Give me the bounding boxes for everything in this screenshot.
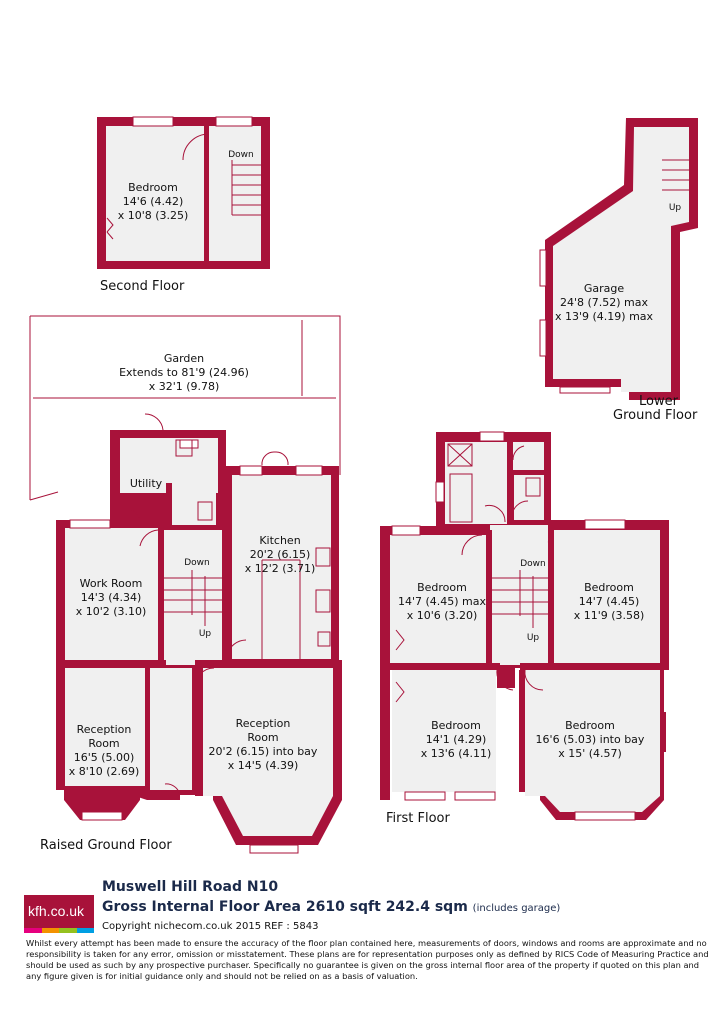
first-floor-plan: Down Up Bedroom 14'7 (4.45) max x 10'6 (… <box>380 431 669 821</box>
first-bed-rt-size2: x 11'9 (3.58) <box>574 609 645 622</box>
reception-left-name2: Room <box>88 737 119 750</box>
reception-main-name2: Room <box>247 731 278 744</box>
reception-main-name: Reception <box>236 717 291 730</box>
lower-floor-title-2: Ground Floor <box>613 408 698 423</box>
first-floor-title: First Floor <box>386 811 450 826</box>
garage-size2: x 13'9 (4.19) max <box>555 310 654 323</box>
reception-main-size2: x 14'5 (4.39) <box>228 759 299 772</box>
garage-size: 24'8 (7.52) max <box>560 296 649 309</box>
first-bed-rt-name: Bedroom <box>584 581 634 594</box>
first-bed-lb-name: Bedroom <box>431 719 481 732</box>
kitchen-size: 20'2 (6.15) <box>250 548 311 561</box>
first-bed-lt-name: Bedroom <box>417 581 467 594</box>
first-bed-lt-size: 14'7 (4.45) max <box>398 595 487 608</box>
garden-size2: x 32'1 (9.78) <box>149 380 220 393</box>
logo-bar-blue <box>76 928 94 933</box>
garden-plan: Garden Extends to 81'9 (24.96) x 32'1 (9… <box>29 315 341 501</box>
floor-area-note: (includes garage) <box>472 903 561 914</box>
floor-area: Gross Internal Floor Area 2610 sqft 242.… <box>102 899 560 915</box>
first-bed-rb-size: 16'6 (5.03) into bay <box>536 733 645 746</box>
second-stairs-down: Down <box>228 150 254 160</box>
kitchen-name: Kitchen <box>259 534 300 547</box>
reception-main-size: 20'2 (6.15) into bay <box>209 745 318 758</box>
kitchen-size2: x 12'2 (3.71) <box>245 562 316 575</box>
first-bed-rb-name: Bedroom <box>565 719 615 732</box>
second-floor-title: Second Floor <box>100 279 185 294</box>
floor-area-main: Gross Internal Floor Area 2610 sqft 242.… <box>102 899 468 915</box>
copyright: Copyright nichecom.co.uk 2015 REF : 5843 <box>102 921 319 932</box>
lower-floor-title-1: Lower <box>639 394 679 409</box>
logo-bar-orange <box>41 928 59 933</box>
kfh-logo: kfh.co.uk <box>24 895 94 933</box>
raised-stairs-down: Down <box>184 558 210 568</box>
second-bedroom-size2: x 10'8 (3.25) <box>118 209 189 222</box>
work-room-size: 14'3 (4.34) <box>81 591 142 604</box>
first-stairs-up: Up <box>527 633 540 643</box>
garage-stairs-up: Up <box>669 203 682 213</box>
first-bed-rb-size2: x 15' (4.57) <box>558 747 622 760</box>
work-room-size2: x 10'2 (3.10) <box>76 605 147 618</box>
garage-name: Garage <box>584 282 625 295</box>
logo-color-bar <box>24 928 94 933</box>
work-room-name: Work Room <box>80 577 143 590</box>
floor-plan: Bedroom 14'6 (4.42) x 10'8 (3.25) Down S… <box>29 116 698 854</box>
first-stairs-down: Down <box>520 559 546 569</box>
logo-text: kfh.co.uk <box>28 903 85 919</box>
reception-left-name: Reception <box>77 723 132 736</box>
garden-size: Extends to 81'9 (24.96) <box>119 366 249 379</box>
reception-left-size2: x 8'10 (2.69) <box>69 765 140 778</box>
first-bed-rt-size: 14'7 (4.45) <box>579 595 640 608</box>
utility-name: Utility <box>130 477 163 490</box>
garden-name: Garden <box>164 352 204 365</box>
logo-bar-green <box>59 928 77 933</box>
second-bedroom-name: Bedroom <box>128 181 178 194</box>
first-bed-lb-size: 14'1 (4.29) <box>426 733 487 746</box>
raised-floor-title: Raised Ground Floor <box>40 838 172 853</box>
raised-ground-floor-plan: Utility Kitchen 20'2 (6.15) x 12'2 (3.71… <box>56 413 342 854</box>
second-floor-plan: Bedroom 14'6 (4.42) x 10'8 (3.25) Down <box>97 116 270 269</box>
reception-left-size: 16'5 (5.00) <box>74 751 135 764</box>
first-bed-lb-size2: x 13'6 (4.11) <box>421 747 492 760</box>
disclaimer: Whilst every attempt has been made to en… <box>26 938 709 981</box>
first-bed-lt-size2: x 10'6 (3.20) <box>407 609 478 622</box>
garage-plan: Up Garage 24'8 (7.52) max x 13'9 (4.19) … <box>539 118 698 400</box>
logo-bar-pink <box>24 928 42 933</box>
raised-stairs-up: Up <box>199 629 212 639</box>
second-bedroom-size: 14'6 (4.42) <box>123 195 184 208</box>
property-address: Muswell Hill Road N10 <box>102 879 279 895</box>
